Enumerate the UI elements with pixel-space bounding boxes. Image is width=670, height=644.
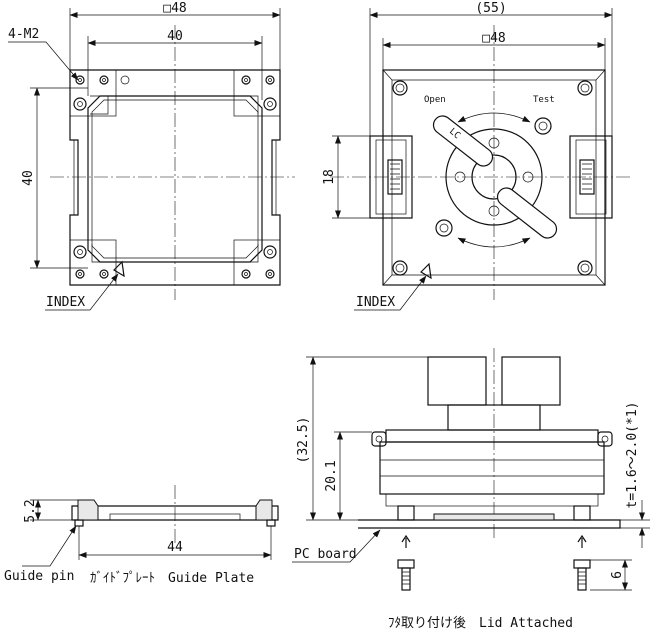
dim-guide-side-height: 5.2 xyxy=(23,499,38,522)
dim-lid-width: (55) xyxy=(475,1,506,16)
mounting-screw-right xyxy=(573,559,591,591)
guide-pin-label: Guide pin xyxy=(4,569,74,584)
index-mark-icon xyxy=(113,260,125,278)
guide-plate-side-view: 5.2 44 Guide pin ｶﾞｲﾄﾞﾌﾟﾚｰﾄ Guide Plate xyxy=(4,485,279,586)
screw-callout: 4-M2 xyxy=(8,27,39,42)
dim-screw-length: 6 xyxy=(610,571,625,579)
pc-board-label: PC board xyxy=(294,547,357,562)
label-test: Test xyxy=(533,95,555,105)
label-open: Open xyxy=(424,95,446,105)
dim-lid-inner: □48 xyxy=(482,31,505,46)
dim-lid-total: (32.5) xyxy=(296,417,311,464)
rotor-handles: LC xyxy=(432,115,558,239)
dim-guide-height: 40 xyxy=(21,170,36,186)
lid-attached-side-view: (32.5) 20.1 t=1.6～2.0(*1) 6 PC board ﾌﾀ取… xyxy=(292,348,650,631)
screw-holes xyxy=(73,75,277,279)
dim-board-thickness: t=1.6～2.0(*1) xyxy=(625,402,640,509)
dim-guide-pins: 44 xyxy=(167,540,183,555)
guide-plate-top-view: □48 40 40 4-M2 INDEX xyxy=(8,1,295,311)
side-latches xyxy=(369,135,613,219)
dim-guide-inner: 40 xyxy=(167,29,183,44)
dim-lid-body: 20.1 xyxy=(324,460,339,491)
dim-lid-height: 18 xyxy=(322,169,337,185)
guide-plate-caption: ｶﾞｲﾄﾞﾌﾟﾚｰﾄ Guide Plate xyxy=(90,571,254,586)
lid-attached-caption: ﾌﾀ取り付け後 Lid Attached xyxy=(388,616,573,631)
pc-board xyxy=(358,519,621,529)
guide-pin-right xyxy=(266,519,276,527)
lid-top-view: LC Open Test (55) □48 18 INDEX xyxy=(322,1,630,311)
dim-guide-width: □48 xyxy=(163,1,186,16)
index-mark-icon-right xyxy=(420,262,432,280)
mounting-screw-left xyxy=(397,559,415,591)
guide-pin-left xyxy=(74,519,84,527)
index-label-right: INDEX xyxy=(356,295,395,310)
index-label-left: INDEX xyxy=(46,295,85,310)
